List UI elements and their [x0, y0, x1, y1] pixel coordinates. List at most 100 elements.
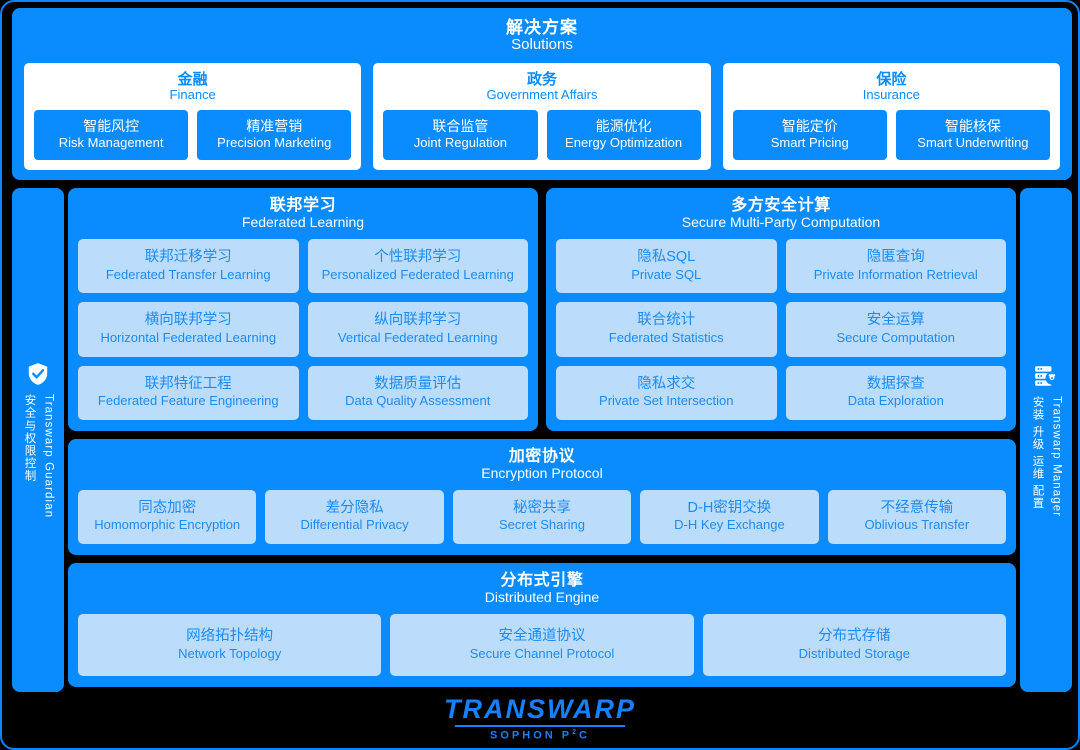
tile-label-cn: 隐私SQL [637, 249, 696, 266]
tile-private-set-intersection[interactable]: 隐私求交 Private Set Intersection [556, 365, 777, 420]
panel-title-en: Secure Multi-Party Computation [681, 214, 881, 231]
tile-label-en: Secure Channel Protocol [469, 645, 615, 661]
panel-federated-learning: 联邦学习 Federated Learning 联邦迁移学习 Federated… [68, 188, 538, 431]
tile-label-cn: D-H密钥交换 [687, 499, 772, 516]
tile-grid: 联邦迁移学习 Federated Transfer Learning 个性联邦学… [78, 239, 528, 420]
tile-label-cn: 秘密共享 [513, 499, 572, 516]
tile-horizontal-federated-learning[interactable]: 横向联邦学习 Horizontal Federated Learning [78, 302, 299, 357]
tile-label-cn: 联合统计 [637, 312, 696, 329]
tile-row: 同态加密 Homomorphic Encryption 差分隐私 Differe… [78, 489, 1007, 545]
solution-chip-precision-marketing[interactable]: 精准营销 Precision Marketing [197, 110, 352, 160]
sidebar-transwarp-manager[interactable]: Transwarp Manager 安装 升级 运维 配置 [1020, 188, 1072, 692]
panel-title: 联邦学习 Federated Learning [78, 197, 528, 231]
platform-stack: 联邦学习 Federated Learning 联邦迁移学习 Federated… [68, 188, 1016, 688]
solution-card-finance[interactable]: 金融 Finance 智能风控 Risk Management 精准营销 Pre… [24, 62, 362, 170]
chip-label-cn: 智能风控 [83, 118, 140, 135]
tile-distributed-storage[interactable]: 分布式存储 Distributed Storage [702, 614, 1006, 677]
tile-label-en: Federated Statistics [608, 329, 724, 345]
panel-title: 加密协议 Encryption Protocol [78, 448, 1006, 482]
tile-vertical-federated-learning[interactable]: 纵向联邦学习 Vertical Federated Learning [307, 302, 528, 357]
solutions-title-en: Solutions [511, 36, 573, 54]
solution-card-header: 政务 Government Affairs [383, 71, 700, 103]
sidebar-transwarp-guardian[interactable]: Transwarp Guardian 安全与权限控制 [12, 188, 64, 692]
solutions-panel: 解决方案 Solutions 金融 Finance 智能风控 Risk Mana… [12, 8, 1072, 180]
tile-label-cn: 网络拓扑结构 [186, 628, 274, 645]
tile-label-cn: 安全运算 [866, 312, 925, 329]
logo-subtitle-sup: 2 [572, 729, 580, 737]
tile-personalized-federated-learning[interactable]: 个性联邦学习 Personalized Federated Learning [307, 239, 528, 294]
tile-label-cn: 横向联邦学习 [144, 312, 232, 329]
solution-card-title-en: Finance [169, 87, 216, 103]
chip-label-en: Smart Pricing [770, 135, 849, 151]
tile-label-en: Data Exploration [847, 393, 944, 409]
chip-label-en: Risk Management [58, 135, 164, 151]
tile-secure-computation[interactable]: 安全运算 Secure Computation [785, 302, 1006, 357]
solution-chip-smart-underwriting[interactable]: 智能核保 Smart Underwriting [895, 110, 1050, 160]
sidebar-content: Transwarp Guardian 安全与权限控制 [20, 361, 57, 519]
panel-title-en: Federated Learning [241, 214, 365, 231]
server-settings-icon [1035, 366, 1059, 386]
tile-label-en: Homomorphic Encryption [94, 517, 241, 533]
solution-card-header: 金融 Finance [34, 71, 351, 103]
tile-oblivious-transfer[interactable]: 不经意传输 Oblivious Transfer [827, 489, 1007, 545]
panel-title-cn: 加密协议 [508, 447, 576, 465]
chip-label-cn: 联合监管 [432, 118, 489, 135]
tile-network-topology[interactable]: 网络拓扑结构 Network Topology [78, 614, 382, 677]
solution-card-title-en: Government Affairs [486, 87, 598, 103]
solution-chip-energy-optimization[interactable]: 能源优化 Energy Optimization [546, 110, 701, 160]
tile-row: 网络拓扑结构 Network Topology 安全通道协议 Secure Ch… [78, 614, 1006, 677]
logo-subtitle-main: SOPHON P [490, 730, 573, 742]
tile-private-sql[interactable]: 隐私SQL Private SQL [556, 239, 777, 294]
tile-label-cn: 差分隐私 [325, 499, 384, 516]
tile-label-en: Vertical Federated Learning [337, 329, 498, 345]
tile-label-en: Data Quality Assessment [345, 393, 491, 409]
tile-label-cn: 安全通道协议 [498, 628, 586, 645]
sidebar-label-group: Transwarp Manager 安装 升级 运维 配置 [1028, 396, 1065, 517]
panel-title: 多方安全计算 Secure Multi-Party Computation [556, 197, 1006, 231]
transwarp-logo: TRANSWARP SOPHON P2C [2, 696, 1078, 742]
chip-label-en: Smart Underwriting [917, 135, 1029, 151]
tile-label-en: Private Information Retrieval [813, 266, 978, 282]
tile-federated-feature-engineering[interactable]: 联邦特征工程 Federated Feature Engineering [78, 365, 299, 420]
tile-label-en: Secure Computation [836, 329, 955, 345]
tile-label-cn: 数据质量评估 [374, 375, 462, 392]
tile-grid: 隐私SQL Private SQL 隐匿查询 Private Informati… [556, 239, 1006, 420]
tile-federated-statistics[interactable]: 联合统计 Federated Statistics [556, 302, 777, 357]
chip-label-en: Energy Optimization [565, 135, 683, 151]
solution-card-insurance[interactable]: 保险 Insurance 智能定价 Smart Pricing 智能核保 Sma… [722, 62, 1060, 170]
solution-chip-risk-management[interactable]: 智能风控 Risk Management [34, 110, 189, 160]
solution-chip-joint-regulation[interactable]: 联合监管 Joint Regulation [383, 110, 538, 160]
solution-chip-smart-pricing[interactable]: 智能定价 Smart Pricing [732, 110, 887, 160]
tile-secure-channel-protocol[interactable]: 安全通道协议 Secure Channel Protocol [390, 614, 694, 677]
tile-label-cn: 不经意传输 [880, 499, 954, 516]
tile-private-information-retrieval[interactable]: 隐匿查询 Private Information Retrieval [785, 239, 1006, 294]
solution-card-government-affairs[interactable]: 政务 Government Affairs 联合监管 Joint Regulat… [373, 62, 711, 170]
solutions-title-cn: 解决方案 [506, 18, 578, 37]
panel-distributed-engine: 分布式引擎 Distributed Engine 网络拓扑结构 Network … [68, 563, 1016, 688]
tile-dh-key-exchange[interactable]: D-H密钥交换 D-H Key Exchange [640, 489, 819, 545]
tile-label-en: Private SQL [631, 266, 702, 282]
tile-federated-transfer-learning[interactable]: 联邦迁移学习 Federated Transfer Learning [78, 239, 299, 294]
chip-label-en: Precision Marketing [217, 135, 332, 151]
tile-differential-privacy[interactable]: 差分隐私 Differential Privacy [265, 489, 444, 545]
tile-label-en: Distributed Storage [798, 645, 910, 661]
panel-encryption-protocol: 加密协议 Encryption Protocol 同态加密 Homomorphi… [68, 438, 1016, 556]
tile-label-en: Federated Feature Engineering [97, 393, 279, 409]
solutions-title: 解决方案 Solutions [24, 18, 1060, 54]
solutions-card-list: 金融 Finance 智能风控 Risk Management 精准营销 Pre… [24, 62, 1060, 170]
sidebar-content: Transwarp Manager 安装 升级 运维 配置 [1028, 363, 1065, 517]
solution-card-title-cn: 保险 [876, 70, 907, 88]
sidebar-label-cn: 安全与权限控制 [23, 394, 36, 483]
sidebar-label-en: Transwarp Manager [1050, 395, 1063, 518]
tile-homomorphic-encryption[interactable]: 同态加密 Homomorphic Encryption [78, 489, 257, 545]
solution-chip-list: 联合监管 Joint Regulation 能源优化 Energy Optimi… [383, 110, 701, 160]
tile-label-cn: 隐匿查询 [866, 249, 925, 266]
tile-label-cn: 数据探查 [866, 375, 925, 392]
tile-label-cn: 联邦特征工程 [144, 375, 232, 392]
tile-label-en: Horizontal Federated Learning [100, 329, 277, 345]
tile-data-quality-assessment[interactable]: 数据质量评估 Data Quality Assessment [307, 365, 528, 420]
tile-data-exploration[interactable]: 数据探查 Data Exploration [785, 365, 1006, 420]
chip-label-cn: 智能定价 [781, 118, 838, 135]
tile-secret-sharing[interactable]: 秘密共享 Secret Sharing [452, 489, 632, 545]
